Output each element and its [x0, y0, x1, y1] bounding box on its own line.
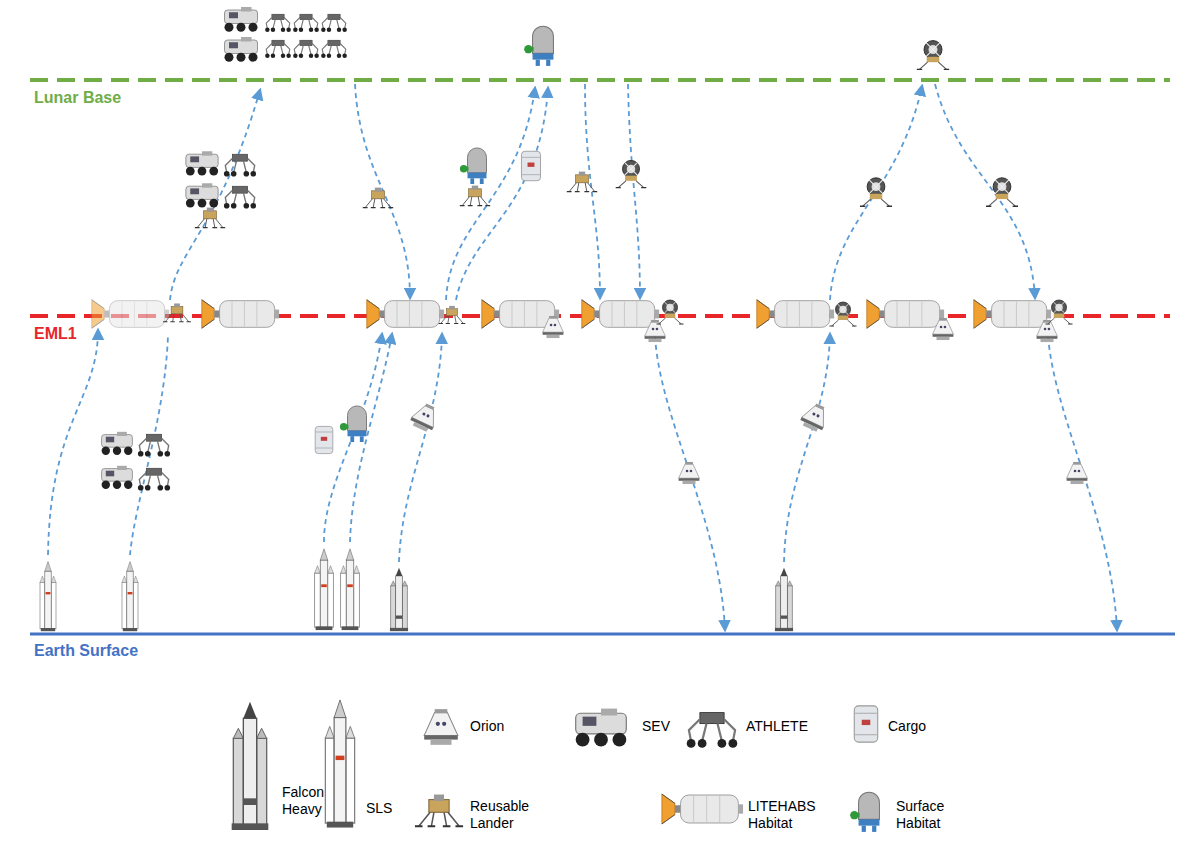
trajectory [830, 86, 922, 300]
sls-icon [40, 562, 56, 632]
surface-habitat-icon [850, 792, 879, 832]
athlete-icon [293, 40, 319, 58]
habitat-icon [367, 300, 444, 328]
orion-icon [799, 400, 832, 433]
legend-text: SLS [366, 800, 416, 817]
surface-habitat-icon [460, 148, 487, 184]
lunar-base-line [30, 78, 1170, 82]
surface-habitat-icon [524, 26, 553, 66]
trajectory [1048, 336, 1117, 630]
sev-icon [102, 432, 133, 455]
legend-text: SEV [642, 718, 692, 735]
cargo-icon [521, 151, 540, 180]
lander-icon [567, 172, 597, 192]
lander-icon [830, 302, 857, 326]
legend-text: Orion [470, 718, 540, 735]
athlete-icon [138, 468, 170, 490]
legend-text: Cargo [888, 718, 958, 735]
orion-icon [543, 316, 564, 338]
earth-surface-line [30, 633, 1175, 636]
legend-text: ATHLETE [746, 718, 836, 735]
trajectories [48, 84, 1117, 630]
athlete-icon [224, 186, 256, 208]
lander-icon [616, 160, 647, 187]
orion-icon [1067, 462, 1088, 484]
falcon-heavy-icon [775, 568, 793, 632]
orion-icon [424, 709, 458, 745]
sls-icon [341, 549, 360, 630]
trajectory [655, 336, 725, 630]
habitat-icon [974, 300, 1051, 328]
lander-icon [439, 306, 466, 324]
lander-icon [1046, 300, 1073, 324]
habitat-icon [582, 300, 659, 328]
habitat-icon [867, 300, 944, 328]
legend-text: LITEHABS Habitat [748, 798, 838, 832]
trajectory [170, 90, 260, 300]
athlete-icon [321, 14, 347, 32]
habitat-icon [757, 300, 834, 328]
orion-icon [409, 400, 442, 433]
trajectory [628, 84, 640, 298]
level-label: Lunar Base [34, 88, 121, 107]
lander-icon [195, 208, 225, 228]
athlete-icon [138, 434, 170, 456]
habitat-icon [92, 300, 169, 328]
habitat-icon [662, 794, 743, 824]
lander-icon [917, 41, 949, 70]
trajectory [48, 330, 98, 555]
surface-habitat-icon [340, 406, 367, 442]
sev-icon [186, 151, 218, 175]
orion-icon [679, 462, 700, 484]
trajectory [935, 84, 1035, 298]
sls-icon [122, 562, 138, 632]
legend-text: Falcon Heavy [282, 784, 344, 818]
orion-icon [645, 320, 666, 342]
athlete-icon [687, 713, 738, 748]
habitat-icon [202, 300, 279, 328]
athlete-icon [224, 154, 256, 176]
sev-icon [225, 7, 258, 32]
sls-icon [315, 549, 334, 630]
lander-icon [363, 188, 393, 208]
falcon-heavy-icon [232, 702, 269, 830]
lander-icon [460, 186, 490, 206]
level-label: EML1 [34, 324, 77, 343]
lander-icon [860, 178, 892, 206]
sev-icon [102, 466, 133, 489]
lander-icon [163, 303, 191, 321]
orion-icon [1037, 320, 1058, 342]
sls-icon [325, 700, 354, 828]
sev-icon [225, 37, 258, 62]
athlete-icon [321, 40, 347, 58]
lander-icon [986, 178, 1018, 206]
legend-text: Surface Habitat [896, 798, 976, 832]
trajectory [784, 334, 830, 562]
trajectory [399, 334, 442, 562]
cargo-icon [315, 426, 333, 453]
cargo-icon [854, 706, 877, 742]
lander-icon [657, 300, 684, 324]
sev-icon [576, 709, 627, 747]
legend-text: Reusable Lander [470, 798, 542, 832]
sev-icon [186, 183, 218, 207]
lander-icon [415, 795, 463, 827]
athlete-icon [265, 14, 291, 32]
level-label: Earth Surface [34, 641, 138, 660]
trajectory [350, 334, 392, 542]
trajectory [456, 88, 548, 300]
trajectory [355, 84, 410, 298]
athlete-icon [265, 40, 291, 58]
trajectory [446, 88, 535, 300]
falcon-heavy-icon [390, 568, 408, 632]
orion-icon [933, 318, 954, 340]
athlete-icon [293, 14, 319, 32]
